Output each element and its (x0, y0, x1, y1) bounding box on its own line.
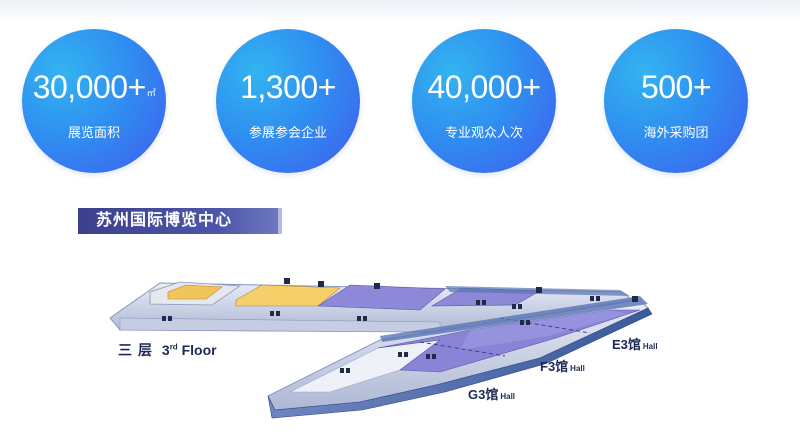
restroom-icon (270, 311, 280, 316)
stat-circle-buyers: 500+ 海外采购团 (604, 29, 748, 173)
restroom-icon (398, 352, 408, 357)
stat-value: 40,000+ (427, 69, 541, 105)
restroom-icon (426, 354, 436, 359)
stat-value: 1,300+ (240, 69, 336, 105)
stat-circle-exhibitors: 1,300+ 参展参会企业 (216, 29, 360, 173)
restroom-icon (162, 316, 172, 321)
stat-circle-area: 30,000+㎡ 展览面积 (22, 29, 166, 173)
stat-label: 展览面积 (67, 125, 120, 140)
stat-circle-visitors: 40,000+ 专业观众人次 (412, 29, 556, 173)
restroom-icon (357, 316, 367, 321)
floor-label: 三层 3rd Floor (118, 342, 217, 358)
facility-markers (162, 278, 638, 373)
stat-value: 500+ (640, 69, 712, 105)
lower-halls (267, 286, 653, 419)
stat-label: 参展参会企业 (248, 125, 327, 140)
restroom-icon (476, 300, 486, 305)
stat-unit: ㎡ (146, 88, 156, 98)
elevator-icon (284, 278, 290, 284)
elevator-icon (632, 296, 638, 302)
stat-label: 专业观众人次 (444, 125, 523, 140)
top-band (0, 0, 800, 22)
stat-value: 30,000+㎡ (32, 69, 156, 105)
venue-title: 苏州国际博览中心 (78, 208, 282, 234)
elevator-icon (318, 281, 324, 287)
restroom-icon (590, 296, 600, 301)
elevator-icon (374, 283, 380, 289)
restroom-icon (520, 320, 530, 325)
restroom-icon (512, 304, 522, 309)
stat-label: 海外采购团 (643, 125, 709, 140)
elevator-icon (536, 287, 542, 293)
restroom-icon (340, 368, 350, 373)
